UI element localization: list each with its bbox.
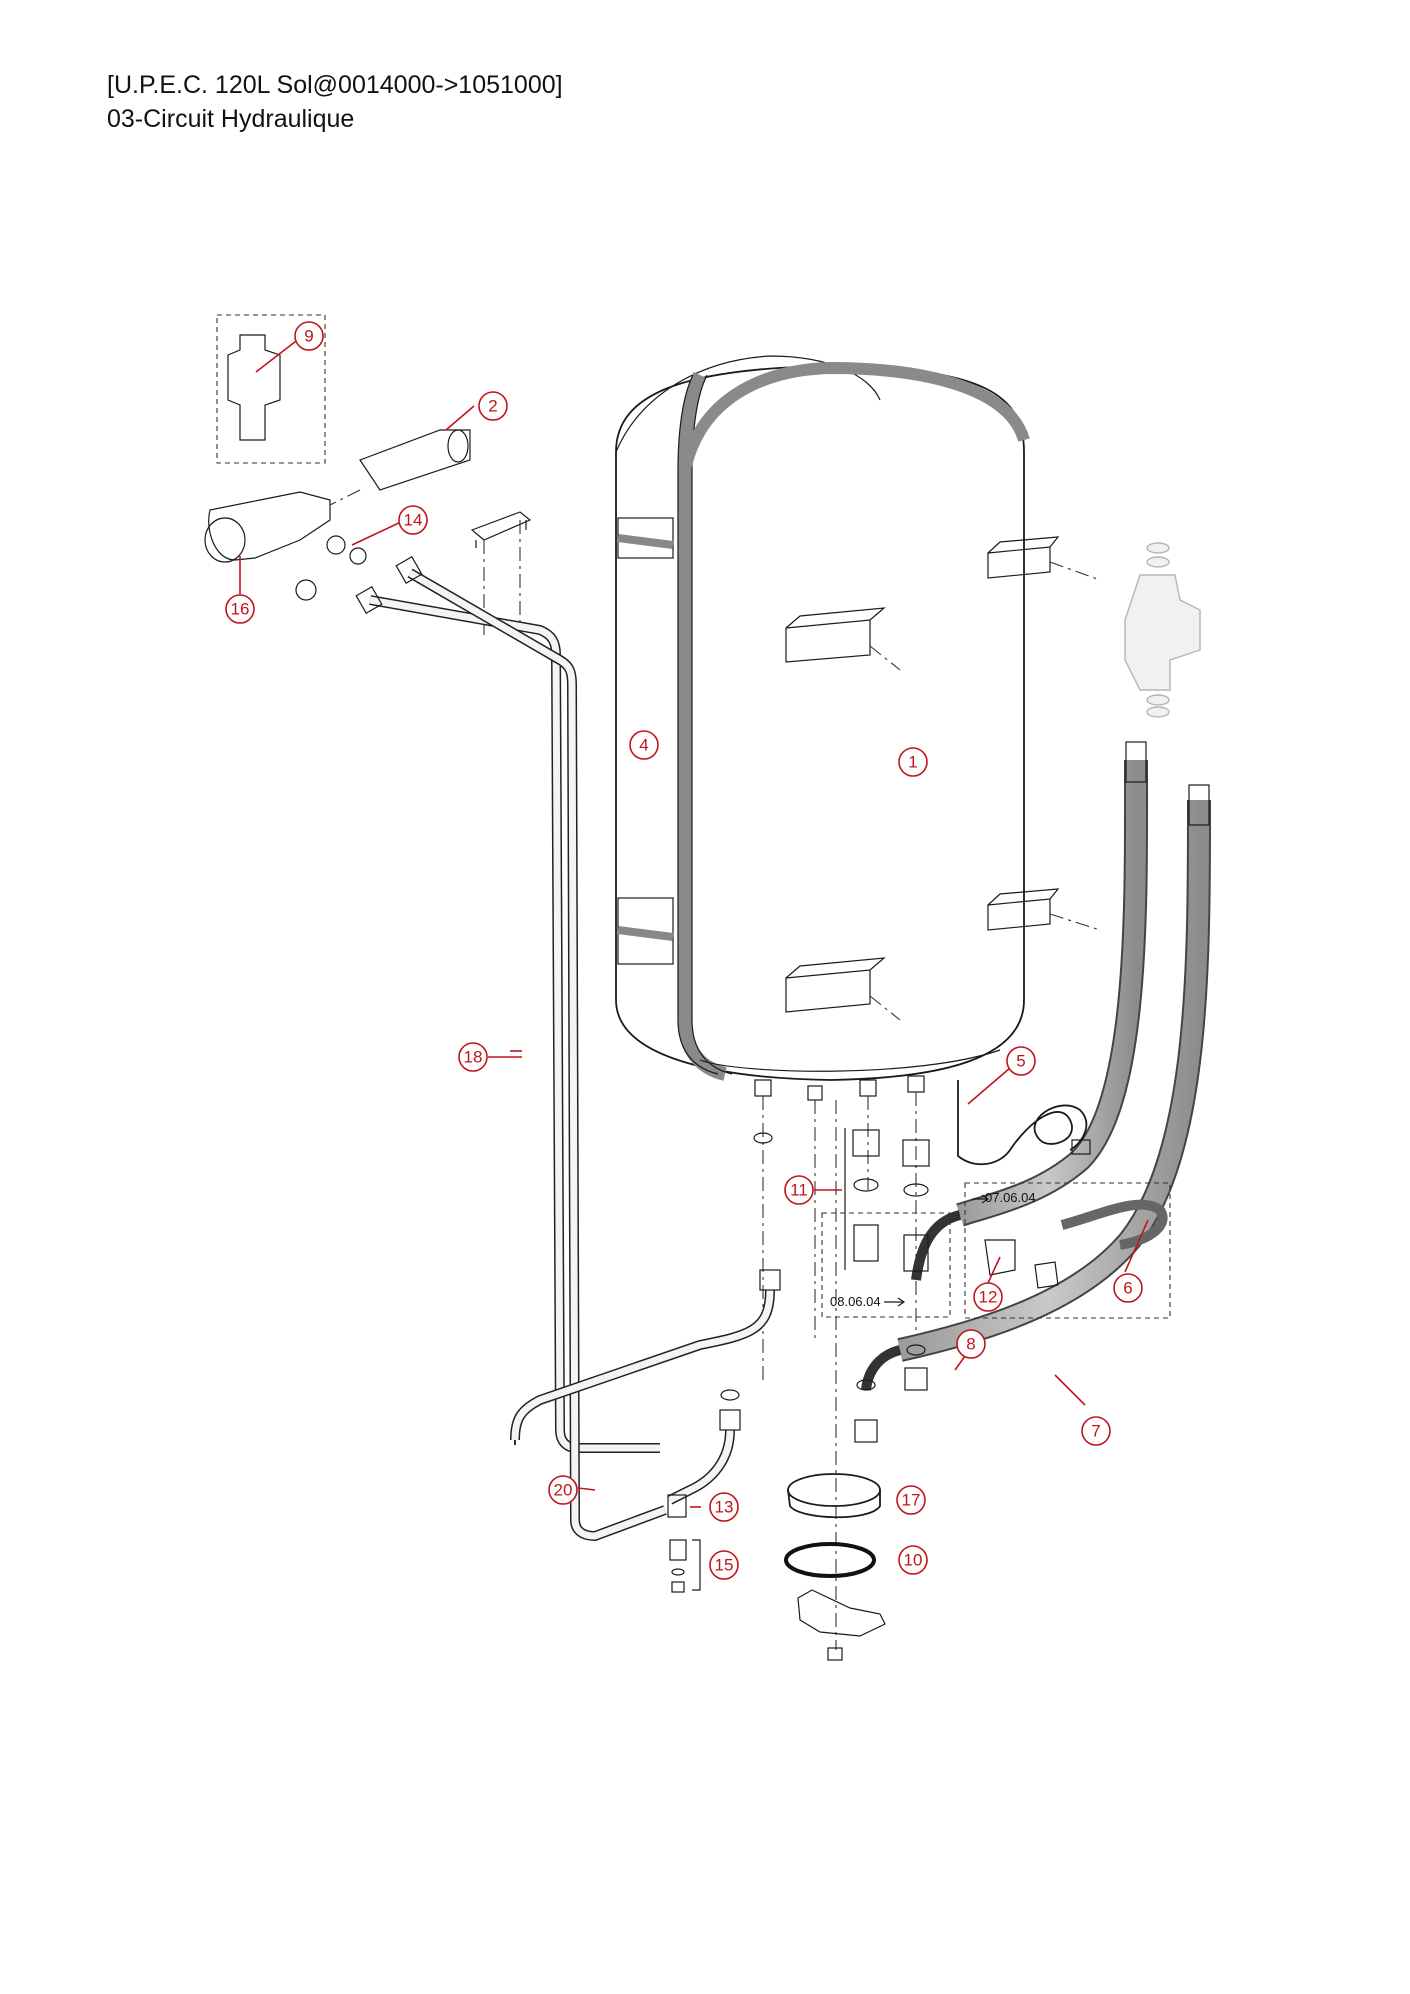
callout-12: 12 xyxy=(973,1282,1003,1312)
callout-2: 2 xyxy=(478,391,508,421)
svg-text:2: 2 xyxy=(488,397,497,416)
callout-11: 11 xyxy=(784,1175,814,1205)
svg-text:9: 9 xyxy=(304,327,313,346)
date-label-08-06-04: 08.06.04 xyxy=(830,1294,881,1309)
date-label-07-06-04: 07.06.04 xyxy=(985,1190,1036,1205)
svg-text:14: 14 xyxy=(404,511,423,530)
svg-text:8: 8 xyxy=(966,1335,975,1354)
document-title: [U.P.E.C. 120L Sol@0014000->1051000] 03-… xyxy=(107,68,563,136)
svg-text:6: 6 xyxy=(1123,1279,1132,1298)
svg-text:20: 20 xyxy=(554,1481,573,1500)
flange-parts xyxy=(784,1473,886,1661)
drain-fittings xyxy=(667,1494,701,1593)
pipe-bracket xyxy=(470,511,532,548)
callout-18: 18 xyxy=(458,1042,488,1072)
callout-5: 5 xyxy=(1006,1046,1036,1076)
tank-bottom-connections xyxy=(754,1075,925,1650)
callout-1: 1 xyxy=(898,747,928,777)
title-line-model: [U.P.E.C. 120L Sol@0014000->1051000] xyxy=(107,71,563,99)
callout-14: 14 xyxy=(398,505,428,535)
washers xyxy=(720,1132,926,1401)
wall-brackets xyxy=(785,536,1101,1021)
callout-9: 9 xyxy=(294,321,324,351)
title-line-section: 03-Circuit Hydraulique xyxy=(107,105,355,133)
group-box-08-06-04: 08.06.04 xyxy=(821,1128,951,1318)
callout-15: 15 xyxy=(709,1550,739,1580)
svg-text:18: 18 xyxy=(464,1048,483,1067)
svg-text:4: 4 xyxy=(639,736,648,755)
flexible-hoses xyxy=(854,741,1212,1443)
group-box-07-06-04: 07.06.04 xyxy=(964,1182,1171,1319)
valve-assembly xyxy=(204,314,471,601)
svg-text:7: 7 xyxy=(1091,1422,1100,1441)
callout-4: 4 xyxy=(629,730,659,760)
svg-text:11: 11 xyxy=(790,1181,808,1200)
leader-lines xyxy=(239,337,1149,1508)
callout-8: 8 xyxy=(956,1329,986,1359)
svg-text:13: 13 xyxy=(715,1498,734,1517)
callout-7: 7 xyxy=(1081,1416,1111,1446)
callout-16: 16 xyxy=(225,594,255,624)
callout-6: 6 xyxy=(1113,1273,1143,1303)
faded-pump-reference xyxy=(1124,542,1201,718)
sensor-cable xyxy=(957,1080,1091,1166)
tank-body xyxy=(615,355,1030,1081)
svg-text:1: 1 xyxy=(908,753,917,772)
callout-17: 17 xyxy=(896,1485,926,1515)
rigid-pipes xyxy=(355,556,781,1542)
callout-20: 20 xyxy=(548,1475,578,1505)
svg-text:17: 17 xyxy=(902,1491,921,1510)
svg-text:16: 16 xyxy=(231,600,250,619)
svg-text:10: 10 xyxy=(904,1551,923,1570)
svg-text:15: 15 xyxy=(715,1556,734,1575)
callout-13: 13 xyxy=(709,1492,739,1522)
svg-text:5: 5 xyxy=(1016,1052,1025,1071)
callout-10: 10 xyxy=(898,1545,928,1575)
svg-text:12: 12 xyxy=(979,1288,998,1307)
